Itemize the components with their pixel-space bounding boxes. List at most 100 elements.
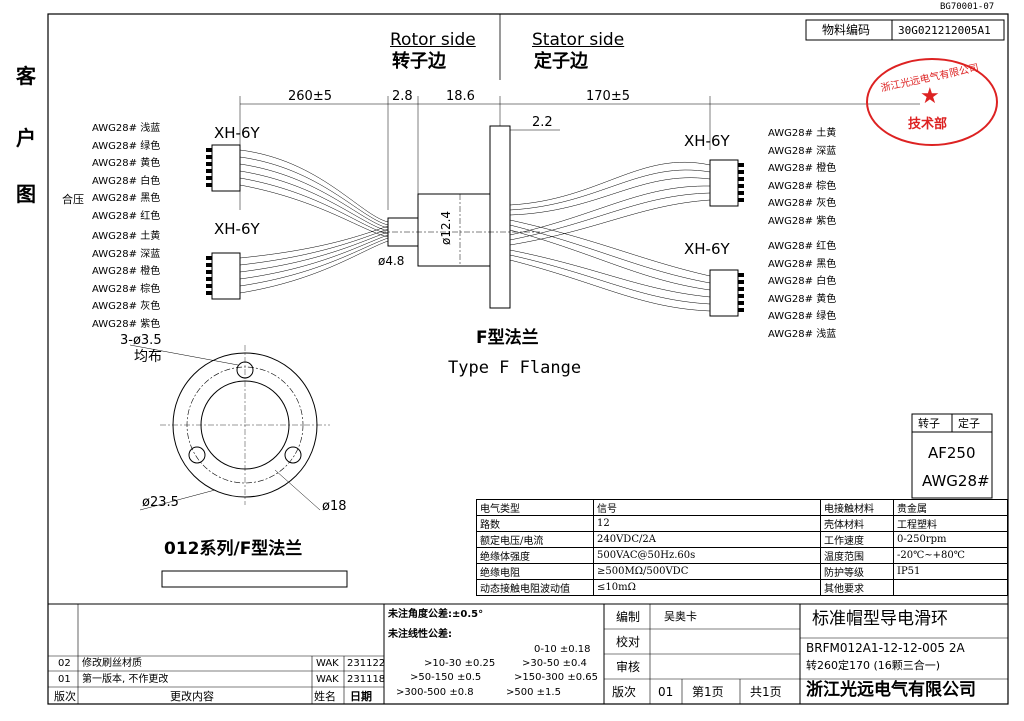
tolerance-l5: >150-300 ±0.65 (514, 672, 598, 683)
tb-page: 第1页 (692, 685, 724, 699)
spec-cell: 12 (593, 515, 821, 532)
wire-list-rotor-top: AWG28# 浅蓝 AWG28# 绿色 AWG28# 黄色 AWG28# 白色 … (92, 120, 160, 225)
rotor-side-en: Rotor side (390, 30, 476, 50)
dim-2-8: 2.8 (392, 89, 413, 104)
tb-review-label: 审核 (616, 660, 641, 674)
tolerance-angle: 未注角度公差:±0.5° (388, 609, 484, 620)
wire-label: AWG28# 绿色 (768, 311, 837, 322)
spec-cell: 其他要求 (820, 579, 894, 596)
tb-draw-label: 编制 (616, 610, 641, 624)
wire-label: AWG28# 土黄 (92, 231, 161, 242)
wire-label: AWG28# 黄色 (92, 158, 161, 169)
dim-18-6: 18.6 (446, 89, 475, 104)
wire-list-rotor-bottom: AWG28# 土黄 AWG28# 深蓝 AWG28# 橙色 AWG28# 棕色 … (92, 228, 160, 333)
box-awg: AWG28# (922, 472, 990, 490)
wire-label: AWG28# 棕色 (92, 283, 161, 295)
spec-cell: 信号 (593, 499, 821, 516)
wire-label: AWG28# 黑色 (92, 193, 161, 204)
spec-cell: IP51 (893, 563, 1008, 580)
wire-label: AWG28# 白色 (768, 276, 837, 287)
rev-content: 修改刷丝材质 (82, 658, 142, 669)
spec-cell: 防护等级 (820, 563, 894, 580)
stator-side-cn: 定子边 (534, 51, 588, 72)
spec-cell (893, 579, 1008, 596)
customer-char-1: 客 (16, 64, 36, 88)
connector-rotor-top: XH-6Y (214, 124, 260, 142)
wire-label: AWG28# 橙色 (768, 163, 837, 174)
tb-note: 转260定170 (16颗三合一) (806, 659, 941, 672)
wire-list-stator-top: AWG28# 土黄 AWG28# 深蓝 AWG28# 橙色 AWG28# 棕色 … (768, 125, 836, 230)
dim-dia-4-8: ø4.8 (378, 254, 405, 268)
spec-cell: 240VDC/2A (593, 531, 821, 548)
flange-title-cn: F型法兰 (476, 328, 539, 348)
material-code-value: 30G021212005A1 (898, 24, 991, 37)
rev-header-content: 更改内容 (170, 690, 214, 703)
box-stator: 定子 (958, 417, 980, 430)
stator-side-en: Stator side (532, 30, 625, 50)
connector-stator-bottom: XH-6Y (684, 240, 730, 258)
tb-company: 浙江光远电气有限公司 (806, 680, 976, 700)
wire-label: AWG28# 棕色 (768, 180, 837, 192)
wire-label: AWG28# 紫色 (768, 215, 837, 227)
dim-170: 170±5 (586, 89, 630, 104)
wire-label: AWG28# 深蓝 (92, 248, 161, 260)
box-af: AF250 (928, 444, 976, 462)
wire-label: AWG28# 黑色 (768, 258, 837, 270)
table-row: 电气类型信号电接触材料贵金属 (476, 499, 1008, 516)
box-rotor: 转子 (918, 417, 940, 430)
customer-char-3: 图 (16, 182, 36, 206)
dia-18: ø18 (322, 499, 347, 514)
connector-rotor-bottom: XH-6Y (214, 220, 260, 238)
spec-cell: ≥500MΩ/500VDC (593, 563, 821, 580)
wire-label: AWG28# 浅蓝 (92, 123, 161, 134)
spec-cell: 绝缘电阻 (476, 563, 594, 580)
spec-cell: 贵金属 (893, 499, 1008, 516)
rev-ver: 01 (58, 674, 71, 685)
dim-260: 260±5 (288, 89, 332, 104)
series-label: 012系列/F型法兰 (164, 539, 303, 559)
wire-label: AWG28# 浅蓝 (768, 328, 837, 340)
spec-cell: ≤10mΩ (593, 579, 821, 596)
rev-date: 231122 (347, 658, 386, 669)
spec-cell: 0-250rpm (893, 531, 1008, 548)
wire-list-stator-bottom: AWG28# 红色 AWG28# 黑色 AWG28# 白色 AWG28# 黄色 … (768, 238, 836, 343)
wire-label: AWG28# 紫色 (92, 318, 161, 330)
connector-stator-top: XH-6Y (684, 132, 730, 150)
company-stamp: 浙江光远电气有限公司 ★ 技术部 (866, 58, 998, 146)
star-icon: ★ (920, 84, 940, 109)
rev-content: 第一版本, 不作更改 (82, 674, 169, 685)
spec-cell: 路数 (476, 515, 594, 532)
rev-ver: 02 (58, 658, 71, 669)
wire-label: AWG28# 深蓝 (768, 145, 837, 157)
rotor-side-cn: 转子边 (392, 51, 446, 72)
dia-23-5: ø23.5 (142, 495, 179, 510)
rev-header-date: 日期 (350, 690, 372, 703)
spec-cell: 额定电压/电流 (476, 531, 594, 548)
wire-label: AWG28# 灰色 (768, 198, 837, 209)
spec-cell: 工作速度 (820, 531, 894, 548)
wire-label: AWG28# 白色 (92, 175, 161, 187)
customer-char-2: 户 (16, 126, 36, 150)
rev-header-ver: 版次 (54, 690, 76, 703)
spec-cell: 温度范围 (820, 547, 894, 564)
tolerance-l3: >30-50 ±0.4 (522, 658, 587, 669)
spec-cell: 电接触材料 (820, 499, 894, 516)
tb-version: 01 (658, 685, 674, 699)
spec-cell: 工程塑料 (893, 515, 1008, 532)
tb-model: BRFM012A1-12-12-005 2A (806, 641, 965, 655)
dim-2-2: 2.2 (532, 115, 553, 130)
spec-cell: -20℃~+80℃ (893, 547, 1008, 564)
wire-label: AWG28# 红色 (92, 210, 161, 222)
wire-label: AWG28# 红色 (768, 241, 837, 252)
rev-header-name: 姓名 (314, 690, 336, 703)
tolerance-l1: 0-10 ±0.18 (534, 644, 591, 655)
wire-label: AWG28# 灰色 (92, 301, 161, 312)
spec-cell: 500VAC@50Hz.60s (593, 547, 821, 564)
rev-name: WAK (316, 658, 339, 669)
